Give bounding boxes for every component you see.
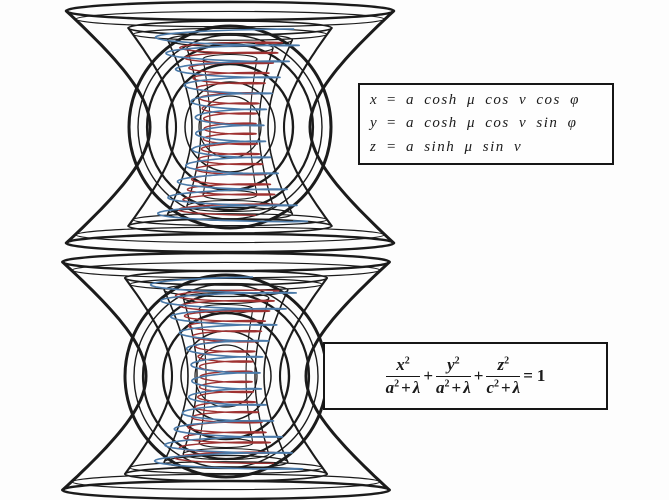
denominator-variable: c bbox=[486, 378, 494, 397]
exponent: 2 bbox=[454, 355, 460, 367]
numerator-variable: y bbox=[447, 355, 455, 375]
numerator-variable: z bbox=[497, 355, 505, 375]
plus-sign: + bbox=[401, 378, 411, 397]
sheet-silhouette-left bbox=[61, 260, 148, 492]
equals-sign: = bbox=[387, 115, 397, 132]
sheet-silhouette-right bbox=[263, 289, 289, 463]
rim-ellipse-inner bbox=[132, 213, 328, 227]
denominator-variable: a bbox=[436, 378, 445, 397]
lambda-symbol: λ bbox=[412, 378, 421, 397]
equatorial-ring bbox=[127, 24, 333, 230]
confocal-equation-box: x2 a2+λ + y2 a2+λ + z2 c2+λ = 1 bbox=[323, 342, 608, 410]
equals-sign: = bbox=[387, 92, 397, 109]
parametric-equations-box: x = a cosh μ cos ν cos φ y = a cosh μ co… bbox=[358, 83, 614, 165]
fraction-numerator: y2 bbox=[436, 355, 471, 377]
equation-line-x: x = a cosh μ cos ν cos φ bbox=[370, 92, 602, 109]
equation-line-y: y = a cosh μ cos ν sin φ bbox=[370, 115, 602, 132]
hyperboloid-wireframe-bottom bbox=[61, 251, 391, 500]
plus-operator: + bbox=[423, 366, 434, 385]
equation-rhs: a cosh μ cos ν sin φ bbox=[405, 115, 578, 132]
equatorial-ring bbox=[137, 34, 323, 220]
equation-lhs: x bbox=[370, 92, 379, 109]
hyperboloid-wireframe-top bbox=[64, 0, 396, 254]
sheet-silhouette-left bbox=[127, 26, 178, 228]
fraction-term-z: z2 c2+λ bbox=[486, 355, 521, 397]
rim-ellipse bbox=[124, 270, 328, 286]
rim-ellipse bbox=[124, 466, 328, 482]
fraction-denominator: a2+λ bbox=[436, 377, 471, 397]
equation-result: 1 bbox=[536, 366, 546, 385]
equatorial-ring bbox=[141, 291, 311, 461]
equation-line-z: z = a sinh μ sin ν bbox=[370, 139, 602, 156]
rim-ellipse-inner bbox=[132, 27, 328, 41]
plus-sign: + bbox=[500, 378, 511, 397]
sheet-silhouette-left bbox=[64, 9, 152, 245]
fraction-numerator: x2 bbox=[385, 355, 421, 377]
numerator-variable: x bbox=[396, 355, 405, 375]
blue-coil bbox=[154, 28, 309, 223]
equatorial-ring bbox=[194, 344, 258, 408]
sheet-silhouette-right bbox=[267, 39, 294, 215]
equation-rhs: a sinh μ sin ν bbox=[405, 138, 523, 155]
sheet-silhouette-right bbox=[249, 58, 258, 196]
fraction-term-x: x2 a2+λ bbox=[385, 355, 421, 397]
equation-lhs: y bbox=[370, 115, 379, 132]
fraction-denominator: c2+λ bbox=[486, 377, 520, 397]
equals-sign: = bbox=[387, 138, 397, 155]
sheet-silhouette-left bbox=[166, 39, 193, 215]
blue-coil bbox=[149, 276, 304, 470]
sheet-silhouette-right bbox=[308, 9, 396, 245]
fraction-denominator: a2+λ bbox=[386, 377, 421, 397]
plus-operator: + bbox=[473, 366, 484, 385]
lambda-symbol: λ bbox=[463, 378, 471, 397]
exponent: 2 bbox=[444, 378, 450, 390]
plus-sign: + bbox=[451, 378, 462, 397]
fraction-term-y: y2 a2+λ bbox=[436, 355, 471, 397]
equatorial-ring bbox=[123, 273, 329, 479]
exponent: 2 bbox=[504, 355, 510, 367]
exponent: 2 bbox=[404, 355, 410, 367]
rim-ellipse-inner bbox=[129, 461, 323, 475]
equals-operator: = bbox=[523, 366, 533, 385]
exponent: 2 bbox=[394, 378, 400, 390]
equation-lhs: z bbox=[370, 138, 378, 155]
equatorial-ring bbox=[161, 311, 291, 441]
equation-rhs: a cosh μ cos ν cos φ bbox=[405, 92, 580, 109]
sheet-silhouette-right bbox=[304, 260, 391, 492]
denominator-variable: a bbox=[385, 378, 395, 397]
red-coil bbox=[173, 289, 280, 464]
lambda-symbol: λ bbox=[512, 378, 521, 397]
rim-ellipse bbox=[65, 0, 395, 22]
fraction-numerator: z2 bbox=[486, 355, 521, 377]
red-coil bbox=[177, 41, 284, 217]
exponent: 2 bbox=[493, 378, 499, 390]
sheet-silhouette-right bbox=[282, 26, 333, 228]
